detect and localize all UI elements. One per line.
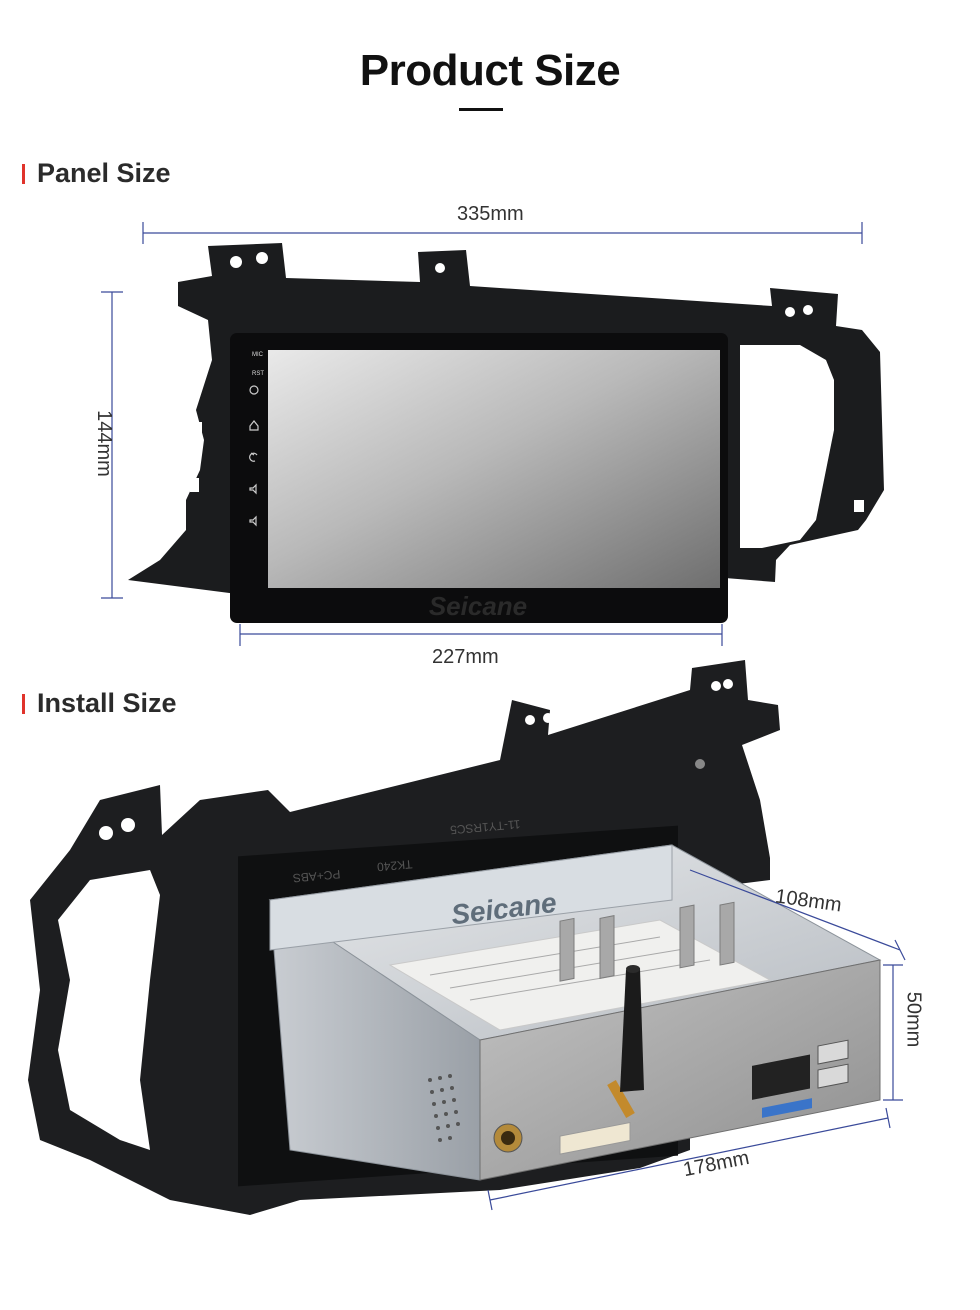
fuse bbox=[762, 1098, 812, 1118]
rst-label: RST bbox=[252, 371, 264, 377]
height-dimension bbox=[883, 964, 903, 1101]
panel-size-heading: Panel Size bbox=[22, 158, 171, 189]
page-title: Product Size bbox=[359, 46, 621, 95]
gps-antenna bbox=[607, 965, 644, 1118]
heading-marker bbox=[22, 693, 25, 714]
usb-ports bbox=[817, 1039, 849, 1089]
install-size-heading-text: Install Size bbox=[37, 688, 177, 718]
volume-up-icon bbox=[249, 483, 257, 495]
display-screen bbox=[268, 350, 720, 588]
frame-marking-3: PC+ABS bbox=[292, 867, 341, 885]
width-dimension bbox=[487, 1107, 891, 1211]
depth-dimension bbox=[689, 869, 906, 961]
panel-width-dimension bbox=[142, 222, 863, 244]
power-icon bbox=[249, 385, 259, 395]
title-underline bbox=[459, 108, 503, 111]
back-icon bbox=[249, 452, 258, 462]
panel-width-label: 335mm bbox=[457, 203, 524, 225]
unit-chassis: Seicane bbox=[268, 844, 882, 1181]
iso-connector bbox=[752, 1054, 810, 1100]
screen-width-label: 227mm bbox=[432, 646, 499, 668]
side-button-icons bbox=[249, 385, 259, 527]
panel-size-heading-text: Panel Size bbox=[37, 158, 171, 188]
mic-label: MIC bbox=[252, 352, 264, 358]
volume-down-icon bbox=[249, 515, 257, 527]
screen-width-dimension bbox=[239, 624, 723, 646]
frame-marking-2: TK240 bbox=[376, 857, 413, 874]
install-size-heading: Install Size bbox=[22, 688, 177, 719]
brand-watermark: Seicane bbox=[429, 591, 527, 621]
home-icon bbox=[249, 420, 259, 431]
head-unit-face: MIC RST Seicane bbox=[230, 333, 728, 623]
install-height-label: 50mm bbox=[902, 991, 925, 1048]
panel-height-dimension bbox=[101, 291, 123, 599]
heading-marker bbox=[22, 163, 25, 184]
frame-marking-1: 11-TY1RSC5 bbox=[449, 817, 521, 837]
unit-back-plate bbox=[479, 901, 881, 1181]
